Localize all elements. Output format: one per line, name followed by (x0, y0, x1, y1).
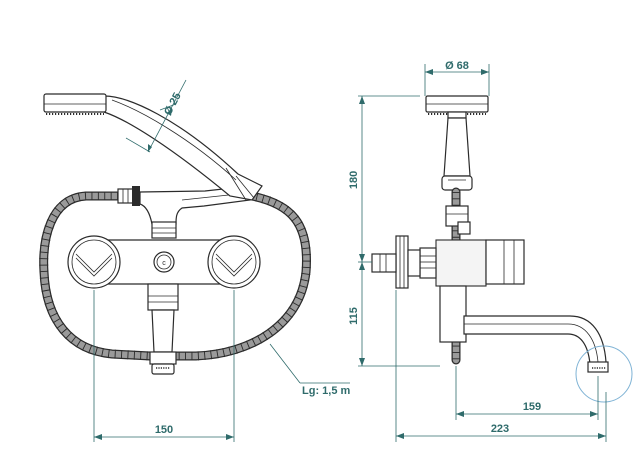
handshower-diameter-dimension (125, 79, 187, 153)
vertical-stem (151, 221, 177, 239)
side-lower-body (439, 285, 467, 343)
height-upper-label: 180 (348, 171, 360, 189)
left-handle (67, 235, 121, 289)
hand-shower (43, 93, 263, 201)
hose-connector (117, 186, 140, 206)
spacing-dimension (93, 290, 235, 442)
side-spout (463, 315, 609, 373)
side-shower-head (425, 95, 489, 119)
svg-text:c: c (162, 260, 166, 267)
side-handshower-body (441, 117, 473, 191)
spacing-label: 150 (155, 424, 173, 436)
side-holder (445, 205, 471, 235)
right-handle (207, 235, 261, 289)
height-lower-label: 115 (348, 307, 360, 325)
side-mixer-body (419, 239, 525, 287)
front-spout (147, 283, 179, 375)
aerator-highlight-circle (575, 345, 633, 403)
spout-reach-label: 159 (523, 401, 541, 413)
handshower-diameter-label: Ø25 (162, 91, 184, 118)
center-cap: c (153, 251, 175, 273)
spout-reach-dimension (455, 366, 599, 420)
hose-length-leader (269, 343, 350, 384)
front-view: Ø25 c (39, 79, 351, 442)
total-depth-dimension (395, 290, 607, 442)
total-depth-label: 223 (491, 423, 509, 435)
wall-connector (371, 235, 421, 289)
hose-length-label: Lg: 1,5 m (302, 385, 351, 397)
height-dimension (358, 95, 440, 367)
head-diameter-dimension (424, 64, 490, 96)
